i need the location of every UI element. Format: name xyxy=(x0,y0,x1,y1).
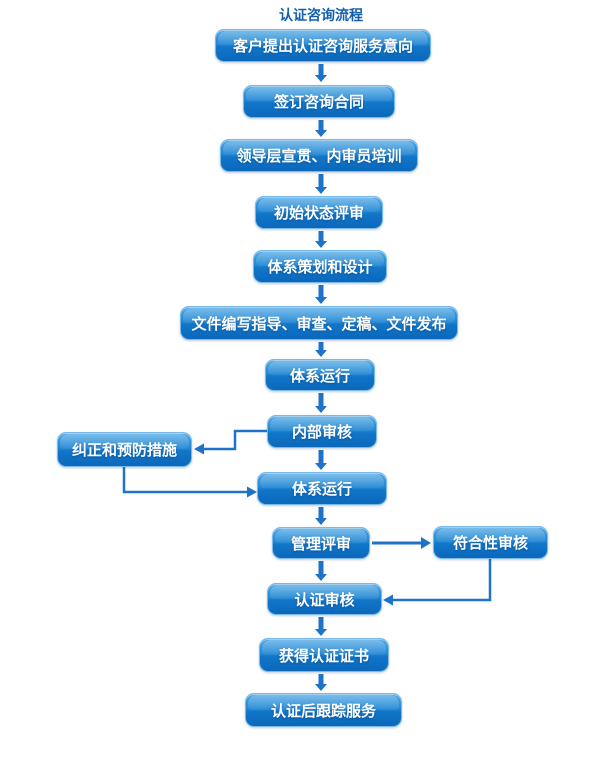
right-arrow-management-review-to-conformity-audit xyxy=(372,537,431,549)
elbow-conformity-audit-to-certification-audit xyxy=(392,558,492,602)
down-arrow-5 xyxy=(315,285,327,304)
page-title: 认证咨询流程 xyxy=(279,7,363,23)
elbow-arrowhead-left-1 xyxy=(194,443,204,455)
node-sign-consulting-contract: 签订咨询合同 xyxy=(243,85,395,118)
node-document-drafting-review-release: 文件编写指导、审查、定稿、文件发布 xyxy=(180,306,458,340)
node-system-planning-design: 体系策划和设计 xyxy=(253,250,387,283)
node-post-certification-tracking: 认证后跟踪服务 xyxy=(245,693,402,727)
down-arrow-2 xyxy=(315,120,327,137)
node-conformity-audit: 符合性审核 xyxy=(433,526,548,559)
node-system-operation-1: 体系运行 xyxy=(265,359,375,391)
down-arrow-4 xyxy=(315,231,327,248)
node-corrective-preventive-measures: 纠正和预防措施 xyxy=(57,432,192,467)
down-arrow-1 xyxy=(315,64,327,82)
node-obtain-certificate: 获得认证证书 xyxy=(259,638,389,672)
node-management-review: 管理评审 xyxy=(272,527,370,559)
node-certification-audit: 认证审核 xyxy=(267,583,382,615)
down-arrow-11 xyxy=(315,617,327,636)
down-arrow-8 xyxy=(315,450,327,470)
node-internal-audit: 内部审核 xyxy=(267,415,377,448)
elbow-corrective-measures-to-system-operation xyxy=(122,466,248,494)
down-arrow-10 xyxy=(315,561,327,581)
elbow-arrowhead-right-1 xyxy=(247,486,257,498)
elbow-internal-audit-to-corrective-measures xyxy=(202,429,267,451)
node-initial-status-review: 初始状态评审 xyxy=(255,196,383,229)
down-arrow-7 xyxy=(315,393,327,413)
node-customer-intent: 客户提出认证咨询服务意向 xyxy=(215,29,431,62)
down-arrow-3 xyxy=(315,174,327,194)
down-arrow-6 xyxy=(315,342,327,357)
down-arrow-12 xyxy=(315,674,327,691)
down-arrow-9 xyxy=(315,507,327,525)
node-leadership-internal-auditor-training: 领导层宣贯、内审员培训 xyxy=(220,139,418,172)
node-system-operation-2: 体系运行 xyxy=(257,472,387,505)
elbow-arrowhead-left-2 xyxy=(383,594,393,606)
